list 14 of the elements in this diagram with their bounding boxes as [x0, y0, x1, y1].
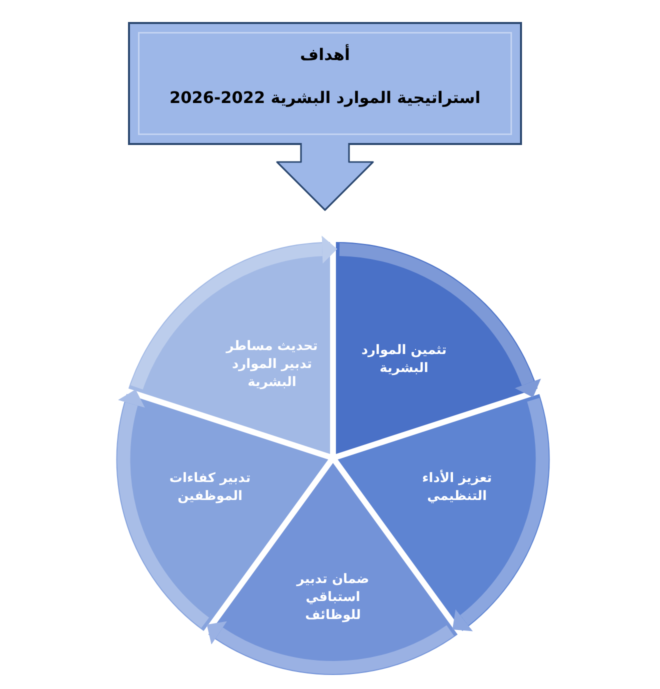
curved-arrow	[453, 398, 548, 631]
callout-box	[128, 22, 522, 145]
segment-label: تحديث مساطر تدبير الموارد البشرية	[225, 338, 319, 392]
curved-arrow	[117, 389, 210, 628]
segment-label: ضمان تدبير استباقي للوظائف	[296, 571, 370, 625]
curved-arrow	[206, 620, 454, 674]
block-arrow	[276, 142, 374, 211]
segment-label: تثمين الموارد البشرية	[360, 342, 448, 378]
callout-heading: أهداف	[300, 45, 350, 65]
callout-title: استراتيجية الموارد البشرية 2022-2026	[169, 88, 481, 108]
curved-arrow	[130, 236, 338, 390]
segment-label: تعزيز الأداء التنظيمي	[421, 470, 493, 506]
segment-label: تدبير كفاءات الموظفين	[168, 470, 252, 506]
curved-arrow	[339, 243, 541, 398]
